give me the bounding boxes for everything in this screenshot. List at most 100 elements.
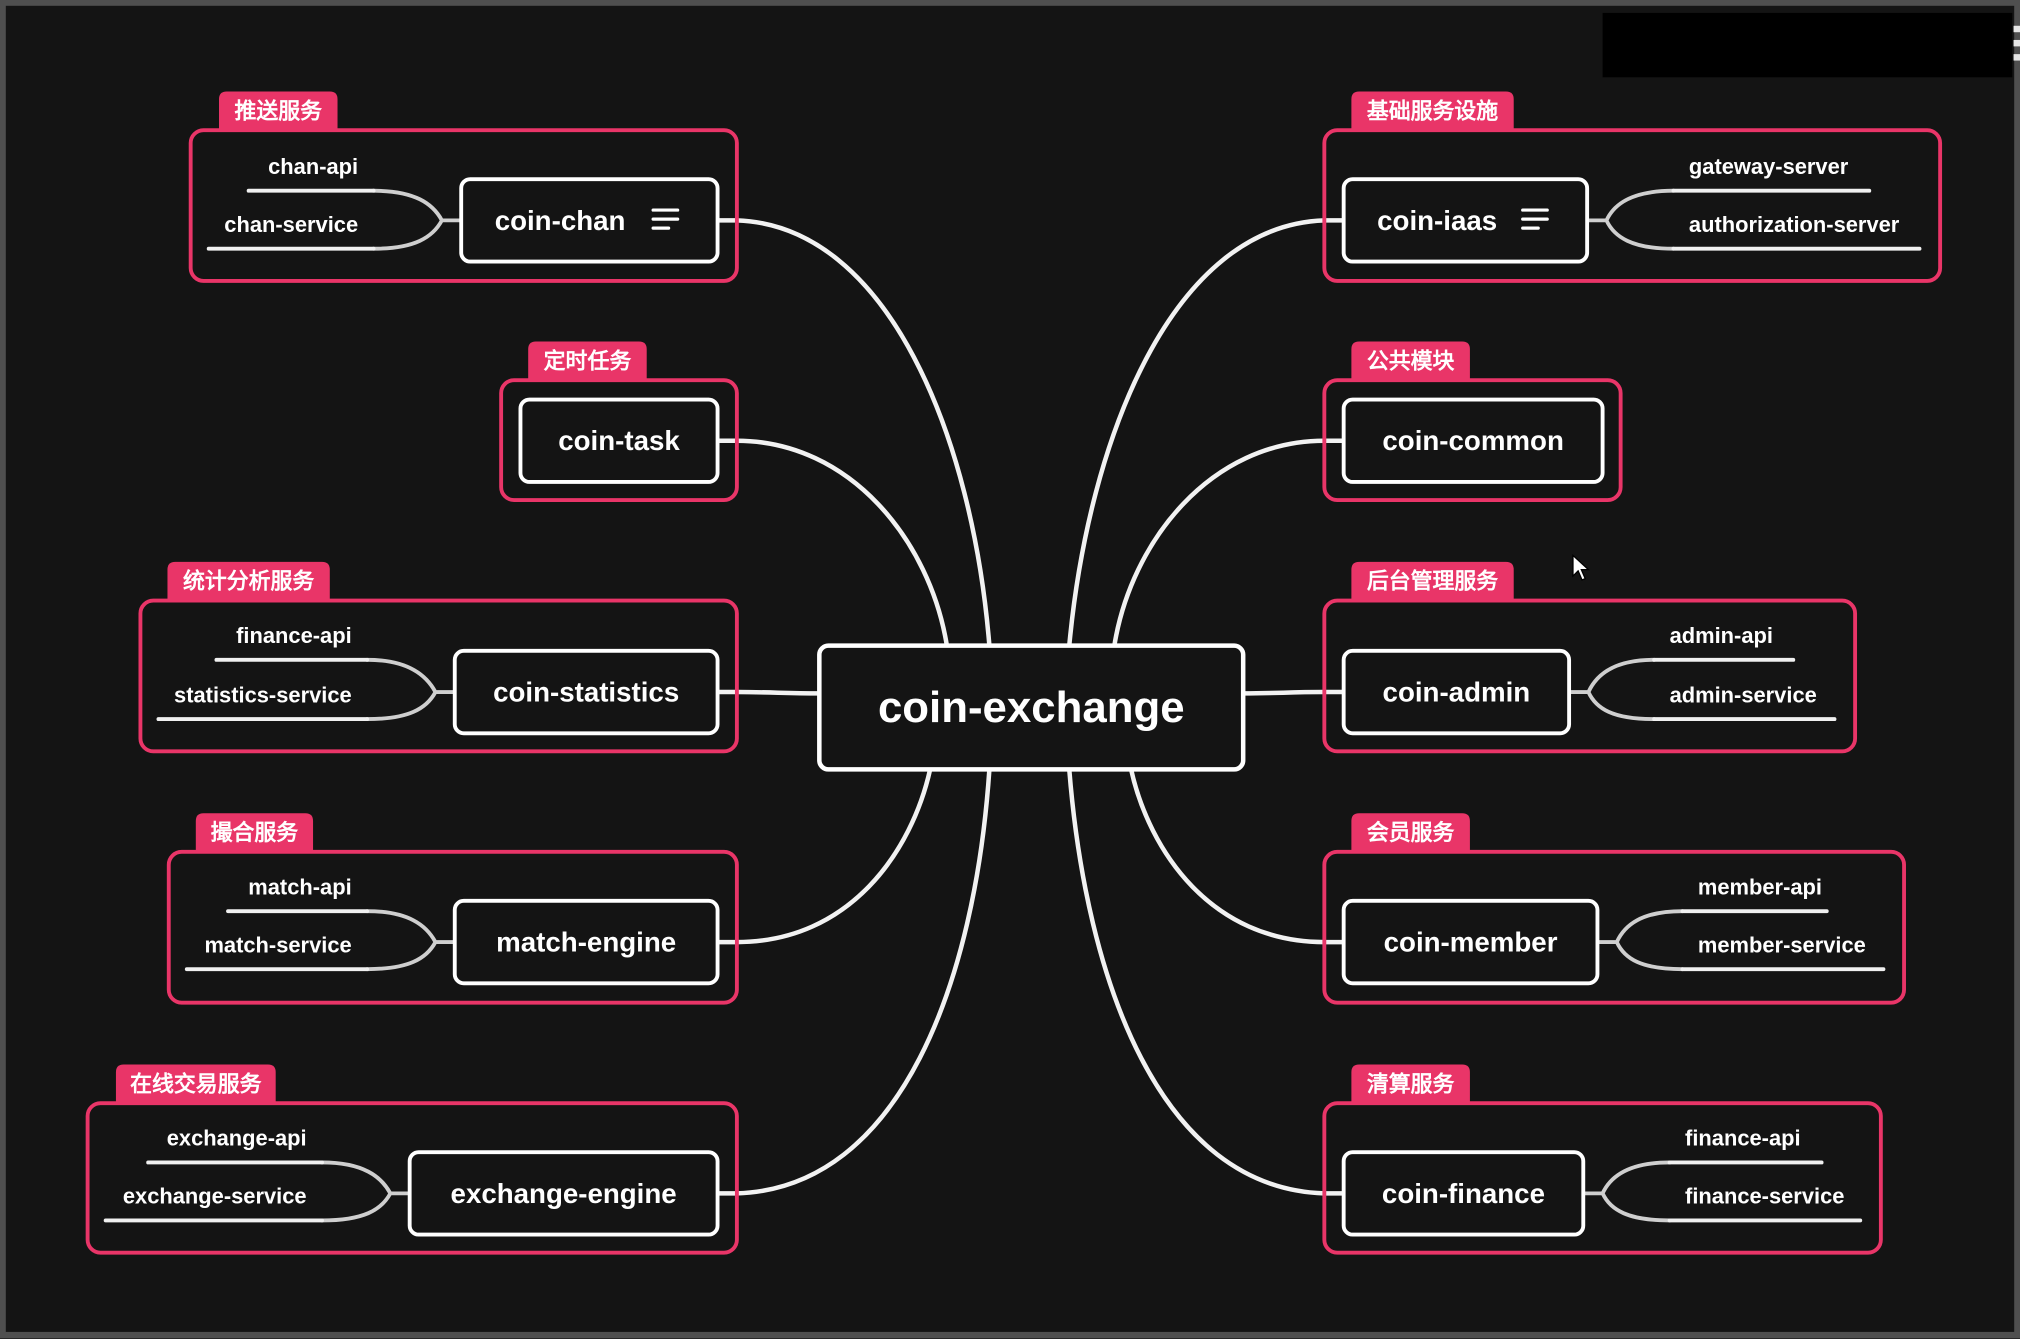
branch-topic[interactable]: coin-iaas: [1341, 177, 1590, 264]
subtopic[interactable]: chan-service: [206, 212, 376, 251]
boundary[interactable]: 撮合服务: [166, 813, 739, 1005]
subtopic-connector: [365, 657, 457, 722]
subtopic[interactable]: exchange-service: [103, 1184, 324, 1223]
boundary-tag[interactable]: [167, 561, 330, 601]
subtopic[interactable]: member-service: [1680, 932, 1886, 972]
mouse-pointer-icon: [1572, 553, 1591, 581]
boundary-tag[interactable]: [1351, 91, 1514, 131]
subtopic-label: member-service: [1698, 932, 1866, 957]
topic-box[interactable]: [452, 648, 720, 736]
boundary-tag[interactable]: [1351, 1064, 1470, 1104]
subtopic-connector: [1595, 909, 1685, 972]
subtopic-connector: [371, 188, 464, 251]
boundary-tag[interactable]: [528, 341, 647, 381]
subtopic-label: match-service: [204, 932, 351, 957]
boundary-frame[interactable]: [85, 1101, 739, 1255]
note-icon[interactable]: [1521, 208, 1549, 230]
branch-statistics-service: 统计分析服务 finance-api statistics-service co…: [138, 561, 739, 754]
topic-box[interactable]: [452, 898, 720, 986]
topic-box[interactable]: [407, 1150, 720, 1237]
boundary-tag[interactable]: [1351, 813, 1470, 852]
connector-line: [1067, 767, 1346, 1196]
connector-line: [1112, 438, 1346, 648]
topic-box[interactable]: [1341, 898, 1600, 986]
subtopic[interactable]: finance-api: [214, 623, 370, 662]
branch-topic[interactable]: coin-member: [1341, 898, 1600, 986]
topic-label: coin-task: [558, 425, 680, 456]
boundary-tag[interactable]: [115, 1064, 276, 1104]
boundary-tag[interactable]: [219, 91, 338, 131]
branch-topic[interactable]: coin-common: [1341, 397, 1605, 484]
subtopic-label: exchange-service: [123, 1184, 307, 1209]
subtopic[interactable]: finance-api: [1667, 1126, 1824, 1165]
central-topic[interactable]: coin-exchange: [817, 643, 1246, 772]
boundary[interactable]: 会员服务: [1322, 813, 1906, 1005]
boundary[interactable]: 推送服务: [188, 91, 739, 283]
boundary[interactable]: 定时任务: [499, 341, 739, 502]
boundary-frame[interactable]: [1322, 128, 1943, 283]
topic-label: coin-iaas: [1377, 205, 1497, 236]
subtopic[interactable]: member-api: [1680, 874, 1829, 914]
connector-line: [715, 218, 992, 648]
branch-topic[interactable]: match-engine: [452, 898, 720, 986]
boundary[interactable]: 清算服务: [1322, 1064, 1883, 1255]
boundary[interactable]: 统计分析服务: [138, 561, 739, 754]
boundary-frame[interactable]: [1322, 849, 1906, 1005]
boundary-tag[interactable]: [195, 813, 314, 852]
branch-topic[interactable]: coin-admin: [1341, 648, 1572, 736]
subtopic-label: admin-service: [1670, 682, 1817, 707]
branch-topic[interactable]: coin-task: [518, 397, 720, 484]
subtopic-connector: [365, 909, 457, 972]
branch-topic[interactable]: coin-statistics: [452, 648, 720, 736]
boundary-frame[interactable]: [1322, 598, 1858, 754]
branch-infrastructure: 基础服务设施 gateway-server authorization-serv…: [1322, 91, 1943, 283]
boundary-frame[interactable]: [188, 128, 739, 283]
subtopic[interactable]: match-api: [226, 874, 370, 914]
subtopic[interactable]: exchange-api: [146, 1126, 324, 1165]
subtopic[interactable]: admin-service: [1652, 682, 1837, 722]
topic-box[interactable]: [459, 177, 720, 264]
boundary[interactable]: 基础服务设施: [1322, 91, 1943, 283]
topic-box[interactable]: [1341, 1150, 1586, 1237]
boundary-tag[interactable]: [1351, 561, 1514, 601]
main-connectors: [715, 218, 1346, 1196]
branch-topic[interactable]: coin-chan: [459, 177, 720, 264]
topic-label: coin-member: [1384, 927, 1558, 958]
boundary-tag-label: 基础服务设施: [1367, 98, 1498, 123]
subtopic-label: authorization-server: [1689, 212, 1900, 237]
subtopic[interactable]: authorization-server: [1671, 212, 1922, 251]
topic-box[interactable]: [518, 397, 720, 484]
note-icon[interactable]: [651, 208, 680, 230]
boundary-frame[interactable]: [1322, 1101, 1883, 1255]
subtopic-connector: [1567, 657, 1657, 722]
boundary-frame[interactable]: [166, 849, 739, 1005]
subtopic-label: finance-api: [1685, 1126, 1801, 1151]
connector-line: [715, 767, 933, 945]
subtopic-connector: [1581, 1160, 1672, 1223]
boundary-frame[interactable]: [1322, 378, 1623, 502]
branch-topic[interactable]: exchange-engine: [407, 1150, 720, 1237]
connector-line: [715, 438, 950, 648]
subtopic[interactable]: chan-api: [246, 154, 376, 193]
boundary-frame[interactable]: [138, 598, 739, 754]
boundary-tag[interactable]: [1351, 341, 1470, 381]
boundary-tag-label: 统计分析服务: [183, 569, 314, 594]
branch-topic[interactable]: coin-finance: [1341, 1150, 1586, 1237]
boundary[interactable]: 后台管理服务: [1322, 561, 1858, 754]
subtopic[interactable]: admin-api: [1652, 623, 1796, 662]
more-icon[interactable]: [2013, 25, 2020, 61]
subtopic-connector: [1585, 188, 1676, 251]
topic-box[interactable]: [1341, 397, 1605, 484]
boundary-tag-label: 公共模块: [1367, 348, 1455, 373]
connector-line: [1128, 767, 1346, 945]
topic-box[interactable]: [1341, 177, 1590, 264]
central-topic-box[interactable]: [817, 643, 1246, 772]
boundary[interactable]: 公共模块: [1322, 341, 1623, 502]
subtopic[interactable]: finance-service: [1667, 1184, 1863, 1223]
topic-box[interactable]: [1341, 648, 1572, 736]
subtopic[interactable]: match-service: [184, 932, 370, 972]
boundary[interactable]: 在线交易服务: [85, 1064, 739, 1255]
subtopic[interactable]: gateway-server: [1671, 154, 1872, 193]
subtopic[interactable]: statistics-service: [156, 682, 370, 722]
